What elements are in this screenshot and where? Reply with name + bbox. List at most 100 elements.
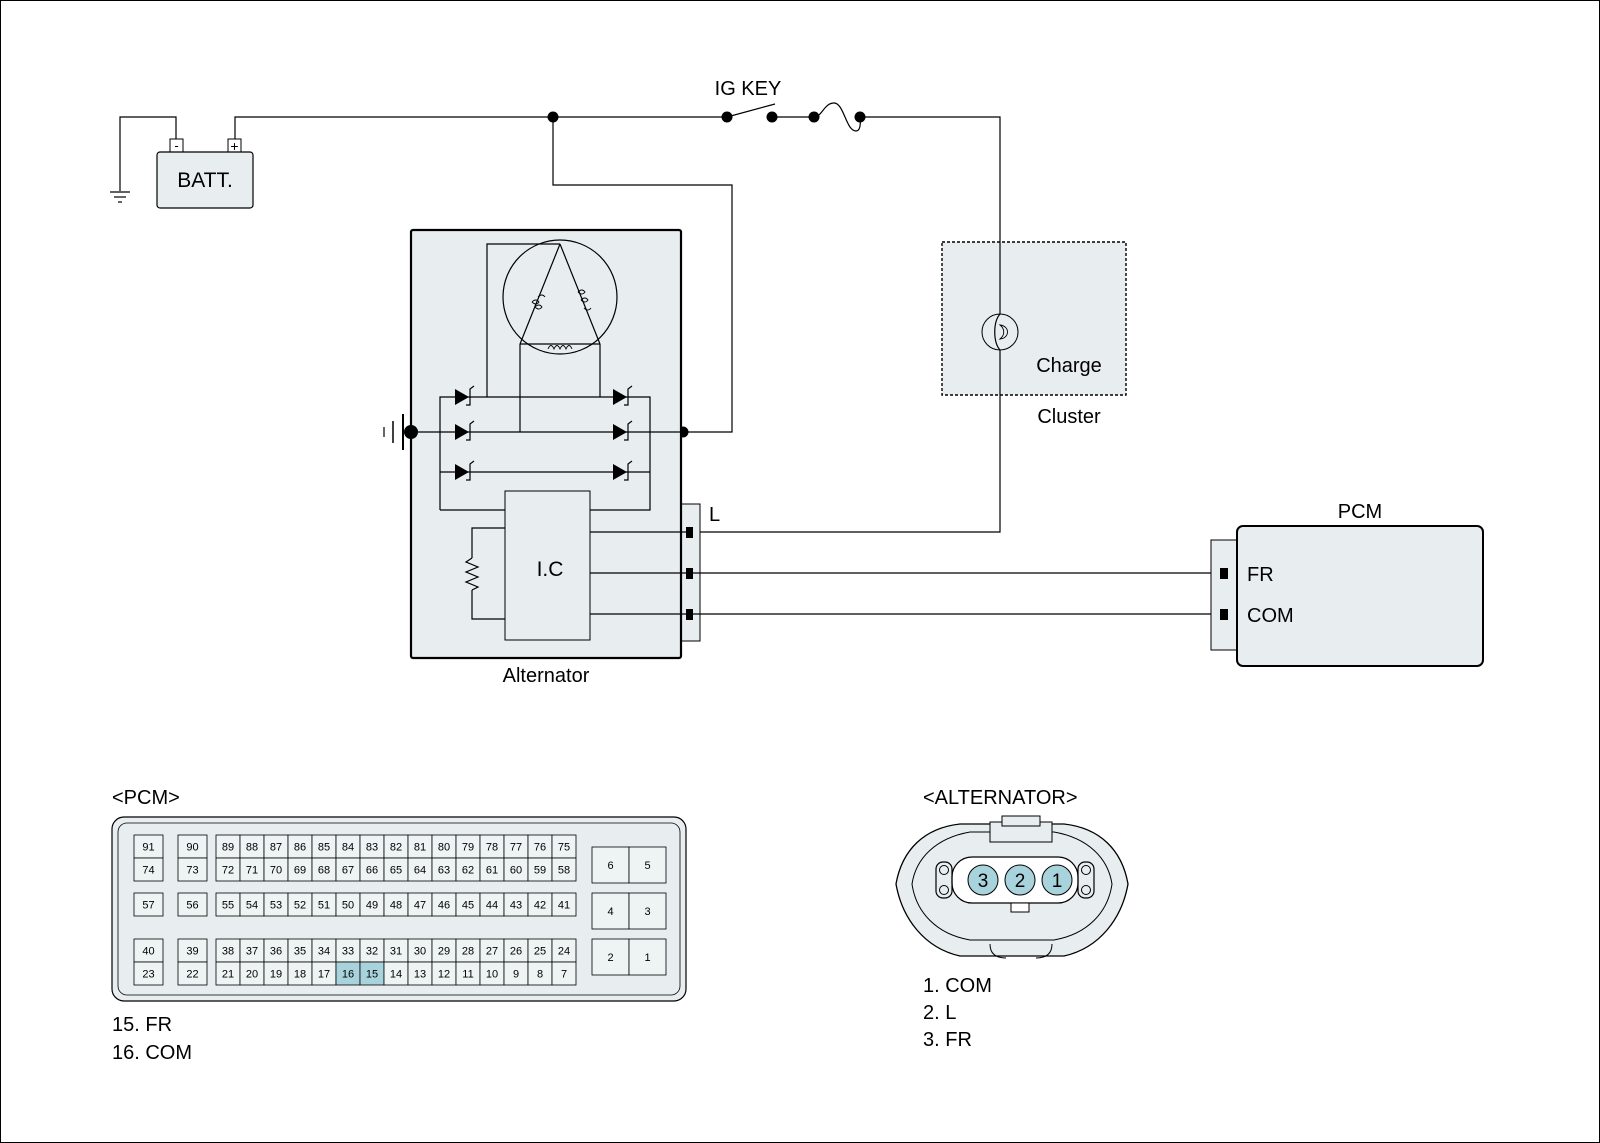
pcm-pin-62: 62 [455, 857, 481, 882]
pin-label: 34 [318, 946, 330, 958]
pcm-pin-81: 81 [407, 834, 433, 859]
pin-label: 66 [366, 865, 378, 877]
pin-label: 65 [390, 865, 402, 877]
pin-label: 62 [462, 865, 474, 877]
pin-label: 21 [222, 969, 234, 981]
pcm-pin-31: 31 [383, 938, 409, 963]
pin-label: 1 [644, 952, 650, 964]
battery-plus-label: + [230, 138, 238, 154]
pin-label: 49 [366, 900, 378, 912]
pin-label: 28 [462, 946, 474, 958]
pin-label: 70 [270, 865, 282, 877]
pcm-pin-76: 76 [527, 834, 553, 859]
pcm-pin-20: 20 [239, 961, 265, 986]
charge-label: Charge [1036, 355, 1102, 377]
pin-label: 84 [342, 842, 354, 854]
pcm-pin-87: 87 [263, 834, 289, 859]
pcm-pin-43: 43 [503, 892, 529, 917]
pin-label: 73 [186, 865, 198, 877]
pcm-pin-41: 41 [551, 892, 577, 917]
pcm-pin-9: 9 [503, 961, 529, 986]
pin-label: 35 [294, 946, 306, 958]
pin-label: 30 [414, 946, 426, 958]
fuse [808, 102, 1001, 242]
pin-label: 53 [270, 900, 282, 912]
pin-label: 45 [462, 900, 474, 912]
pcm-pin-53: 53 [263, 892, 289, 917]
pcm-pin-6: 6 [591, 846, 630, 884]
pin-label: 27 [486, 946, 498, 958]
pcm-pin-79: 79 [455, 834, 481, 859]
pin-label: 59 [534, 865, 546, 877]
pcm-legend-1: 15. FR [112, 1014, 172, 1036]
pcm-pin-89: 89 [215, 834, 241, 859]
cluster: Charge Cluster [692, 241, 1127, 533]
pcm-pin-88: 88 [239, 834, 265, 859]
pin-label: 52 [294, 900, 306, 912]
pcm-pin-85: 85 [311, 834, 337, 859]
alternator-connector-title: <ALTERNATOR> [923, 787, 1078, 809]
pin-label: 23 [142, 969, 154, 981]
pcm-pin-12: 12 [431, 961, 457, 986]
pin-label: 42 [534, 900, 546, 912]
pcm-pin-70: 70 [263, 857, 289, 882]
pcm-pin-5: 5 [628, 846, 667, 884]
pcm-pin-23: 23 [133, 961, 164, 986]
pin-label: 14 [390, 969, 402, 981]
pin-label: 48 [390, 900, 402, 912]
pcm-pin-61: 61 [479, 857, 505, 882]
pcm-pin-55: 55 [215, 892, 241, 917]
pin-label: 11 [462, 969, 473, 981]
pin-label: 85 [318, 842, 330, 854]
pcm-pin-36: 36 [263, 938, 289, 963]
pin-label: 77 [510, 842, 522, 854]
cluster-label: Cluster [1037, 406, 1101, 428]
alternator: I.C L Alternator [383, 228, 720, 687]
pcm-pin-42: 42 [527, 892, 553, 917]
pin-label: 56 [186, 900, 198, 912]
pcm-pin-56: 56 [177, 892, 208, 917]
pcm-pin-64: 64 [407, 857, 433, 882]
pin-label: 8 [537, 969, 543, 981]
pin-label: 25 [534, 946, 546, 958]
pcm-pin-83: 83 [359, 834, 385, 859]
pcm-pin-17: 17 [311, 961, 337, 986]
pin-label: 79 [462, 842, 474, 854]
pcm-pin-2: 2 [591, 938, 630, 976]
pin-label: 13 [414, 969, 426, 981]
pcm-pin-57: 57 [133, 892, 164, 917]
pin-label: 74 [142, 865, 154, 877]
pin-label: 44 [486, 900, 498, 912]
pin-label: 38 [222, 946, 234, 958]
terminal-l-label: L [709, 504, 720, 526]
pcm-pin-91: 91 [133, 834, 164, 859]
pcm-pin-51: 51 [311, 892, 337, 917]
pin-label: 6 [607, 860, 613, 872]
pin-label: 16 [342, 969, 354, 981]
pin-label: 63 [438, 865, 450, 877]
pin-label: 71 [246, 865, 258, 877]
pin-label: 61 [486, 865, 498, 877]
alternator-legend-1: 1. COM [923, 975, 992, 997]
pin-label: 78 [486, 842, 498, 854]
pin-label: 89 [222, 842, 234, 854]
pcm-pin-26: 26 [503, 938, 529, 963]
pcm-pin-72: 72 [215, 857, 241, 882]
pcm-pin-78: 78 [479, 834, 505, 859]
pcm-pin-69: 69 [287, 857, 313, 882]
pcm-pin-4: 4 [591, 892, 630, 930]
pcm-pin-7: 7 [551, 961, 577, 986]
pcm-pin-1: 1 [628, 938, 667, 976]
pcm-pin-60: 60 [503, 857, 529, 882]
alternator-pin-2: 2 [1004, 864, 1036, 896]
pin-label: 58 [558, 865, 570, 877]
pcm-pin-77: 77 [503, 834, 529, 859]
pcm-fr-label: FR [1247, 564, 1274, 586]
pcm-pin-28: 28 [455, 938, 481, 963]
pcm-pin-52: 52 [287, 892, 313, 917]
pin-label: 69 [294, 865, 306, 877]
